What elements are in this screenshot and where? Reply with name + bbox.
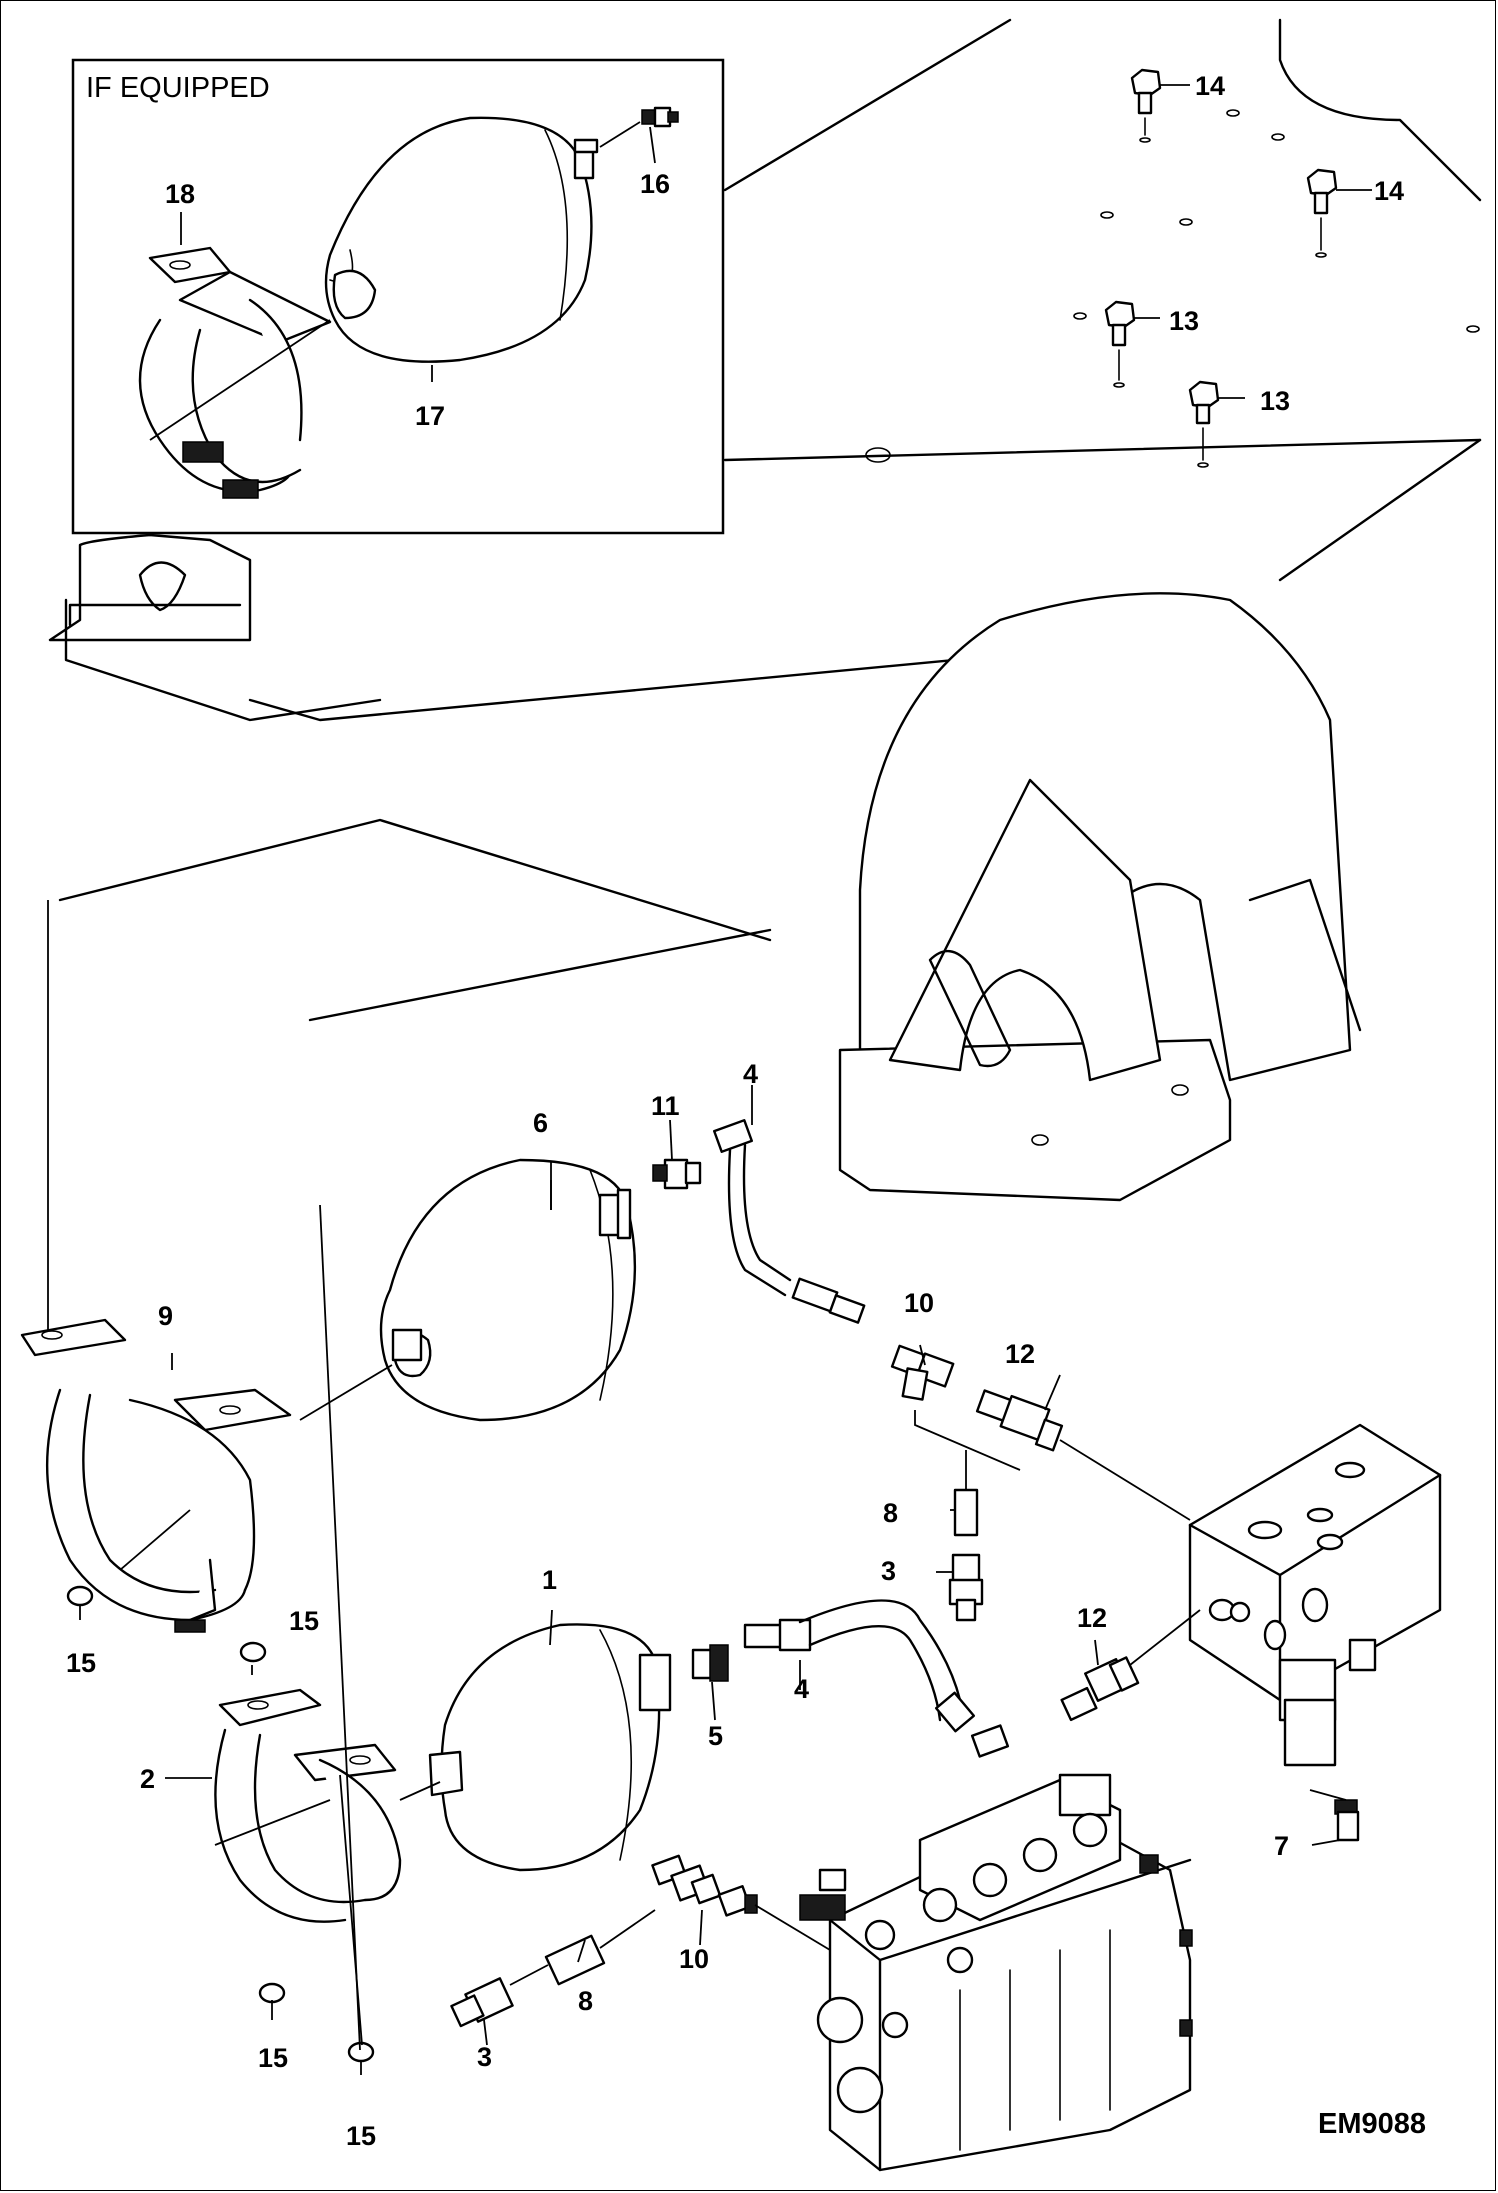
callout-15-d: 15 [346,2121,376,2151]
callout-15-b: 15 [289,1606,319,1636]
control-valve [799,1773,1193,2172]
switch-3-lower [450,1964,549,2028]
valve-block-7 [1188,1423,1442,1842]
tee-10-lower [651,1854,758,1917]
callout-8-upper: 8 [883,1498,898,1528]
restrictor-8-upper [953,1450,979,1537]
callout-leaders [79,84,1372,2075]
tee-12-upper [975,1389,1064,1452]
fitting-5 [691,1644,729,1682]
plate-holes [865,109,1480,463]
callout-18: 18 [165,179,195,209]
restrictor-8-lower [544,1909,656,1986]
switch-3-upper [948,1553,984,1622]
callout-10-upper: 10 [904,1288,934,1318]
inset-title: IF EQUIPPED [86,72,270,104]
accumulator-17 [324,116,599,363]
callout-12-upper: 12 [1005,1339,1035,1369]
tee-10-upper [890,1344,955,1401]
callout-13-a: 13 [1169,306,1199,336]
callout-4-upper: 4 [743,1059,758,1089]
bolt-13-a [1104,300,1136,388]
callout-3-upper: 3 [881,1556,896,1586]
nut-15-d [347,2041,375,2063]
bolt-14-b [1306,168,1338,258]
drawing-id: EM9088 [1318,2108,1426,2140]
fitting-16 [599,106,679,148]
loader-frame [48,18,1482,1202]
fitting-11 [652,1158,702,1190]
callout-2: 2 [140,1764,155,1794]
tee-12-lower [1060,1609,1201,1722]
callout-15-c: 15 [258,2043,288,2073]
callouts: 1 2 3 3 4 4 5 6 7 8 8 9 10 10 11 12 12 1… [66,71,1404,2151]
callout-10-lower: 10 [679,1944,709,1974]
bolt-13-b [1188,380,1220,468]
callout-8-lower: 8 [578,1986,593,2016]
callout-11: 11 [651,1091,680,1121]
nut-15-a [66,1585,94,1607]
callout-15-a: 15 [66,1648,96,1678]
callout-9: 9 [158,1301,173,1331]
accumulator-6 [379,1158,637,1422]
clamp-2 [214,1688,441,1923]
hose-4-lower [743,1599,1010,1758]
callout-7: 7 [1274,1831,1289,1861]
nut-15-b [239,1641,267,1663]
if-equipped-inset: IF EQUIPPED [71,58,725,535]
callout-17: 17 [415,401,445,431]
clamp-18 [138,246,332,499]
callout-12-lower: 12 [1077,1603,1107,1633]
callout-5: 5 [708,1721,723,1751]
callout-1: 1 [542,1565,557,1595]
clamp-9 [20,1318,393,1633]
callout-16: 16 [640,169,670,199]
callout-14-b: 14 [1374,176,1404,206]
callout-6: 6 [533,1108,548,1138]
callout-14-a: 14 [1195,71,1225,101]
callout-4-lower: 4 [794,1674,809,1704]
accumulator-1 [428,1623,672,1872]
nut-15-c [258,1982,286,2004]
hose-4-upper [713,1118,866,1324]
callout-3-lower: 3 [477,2042,492,2072]
callout-13-b: 13 [1260,386,1290,416]
bolt-14-a [1130,68,1162,143]
